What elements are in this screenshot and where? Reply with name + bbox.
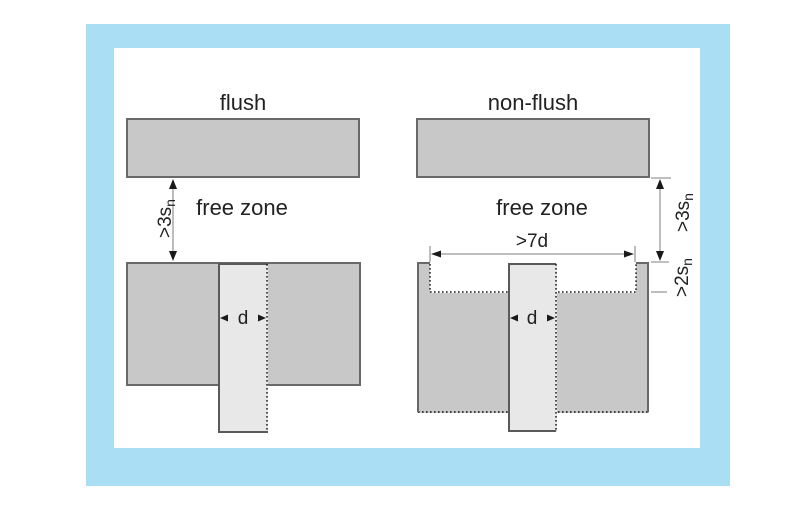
nonflush-free-zone-label: free zone (496, 195, 588, 220)
nonflush-clearance-label: >3sn (673, 193, 696, 232)
nonflush-title: non-flush (488, 90, 579, 115)
flush-target-plate (126, 118, 360, 178)
arrow-right-icon (258, 314, 266, 322)
arrow-right-icon (624, 250, 634, 258)
nonflush-recess-width-label: >7d (516, 231, 548, 252)
clearance-value: >3s (155, 207, 176, 238)
clearance-subscript: n (680, 193, 696, 201)
recess-depth-value: >2s (672, 266, 693, 297)
nonflush-diameter-label: d (527, 308, 538, 329)
nonflush-sensor (508, 263, 557, 432)
flush-sensor-outline (218, 263, 268, 433)
flush-free-zone-label: free zone (196, 195, 288, 220)
clearance-subscript: n (162, 199, 178, 207)
arrow-up-icon (656, 179, 664, 189)
nonflush-recess-depth-label: >2sn (672, 258, 695, 297)
nonflush-block-outline (417, 262, 649, 412)
arrow-up-icon (169, 179, 177, 189)
clearance-value: >3s (673, 201, 694, 232)
flush-diameter-label: d (238, 308, 249, 329)
recess-depth-subscript: n (679, 258, 695, 266)
flush-sensor (218, 263, 268, 433)
arrow-left-icon (431, 250, 441, 258)
flush-clearance-label: >3sn (155, 199, 178, 238)
arrow-down-icon (656, 251, 664, 261)
arrow-right-icon (547, 314, 555, 322)
arrow-left-icon (510, 314, 518, 322)
nonflush-target-plate (416, 118, 650, 178)
arrow-left-icon (220, 314, 228, 322)
nonflush-recess-dotted-outline (418, 264, 648, 413)
flush-title: flush (220, 90, 266, 115)
nonflush-sensor-outline (508, 263, 556, 432)
arrow-down-icon (169, 251, 177, 261)
